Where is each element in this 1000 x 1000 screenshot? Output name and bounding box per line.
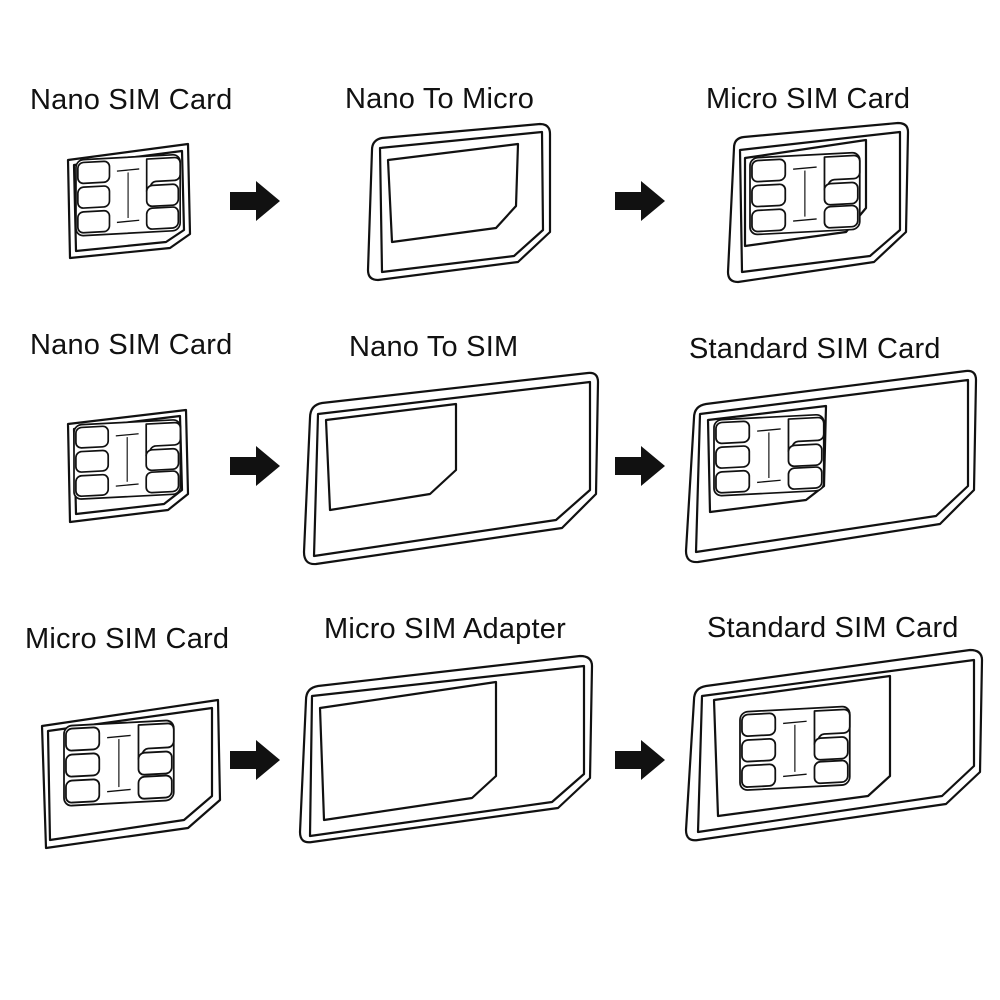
arrow-right-icon xyxy=(230,181,280,221)
arrow-right-icon xyxy=(615,181,665,221)
sim-adapter-icon xyxy=(302,371,600,566)
label-nano-sim-card-1: Nano SIM Card xyxy=(30,84,233,116)
sim-chip-icon xyxy=(749,151,861,236)
sim-chip-icon xyxy=(739,705,851,792)
label-nano-sim-card-2: Nano SIM Card xyxy=(30,329,233,361)
arrow-right-icon xyxy=(230,740,280,780)
sim-chip-icon xyxy=(713,413,825,497)
label-micro-sim-card-1: Micro SIM Card xyxy=(706,83,911,115)
sim-chip-icon xyxy=(75,153,182,237)
arrow-right-icon xyxy=(615,740,665,780)
arrow-right-icon xyxy=(615,446,665,486)
label-nano-to-micro: Nano To Micro xyxy=(345,83,535,115)
sim-chip-icon xyxy=(73,418,182,501)
label-micro-sim-card-2: Micro SIM Card xyxy=(25,623,230,655)
sim-card-icon xyxy=(684,648,984,842)
sim-card-icon xyxy=(726,121,910,284)
sim-adapter-icon xyxy=(298,654,594,844)
sim-card-icon xyxy=(66,142,192,260)
label-nano-to-sim: Nano To SIM xyxy=(349,331,519,363)
sim-card-icon xyxy=(66,408,190,524)
label-standard-sim-card-2: Standard SIM Card xyxy=(707,612,959,644)
sim-card-icon xyxy=(40,698,222,850)
label-micro-sim-adapter: Micro SIM Adapter xyxy=(324,613,566,645)
label-standard-sim-card-1: Standard SIM Card xyxy=(689,333,941,365)
sim-card-icon xyxy=(684,369,978,564)
sim-chip-icon xyxy=(63,719,175,807)
arrow-right-icon xyxy=(230,446,280,486)
sim-adapter-icon xyxy=(366,122,552,282)
